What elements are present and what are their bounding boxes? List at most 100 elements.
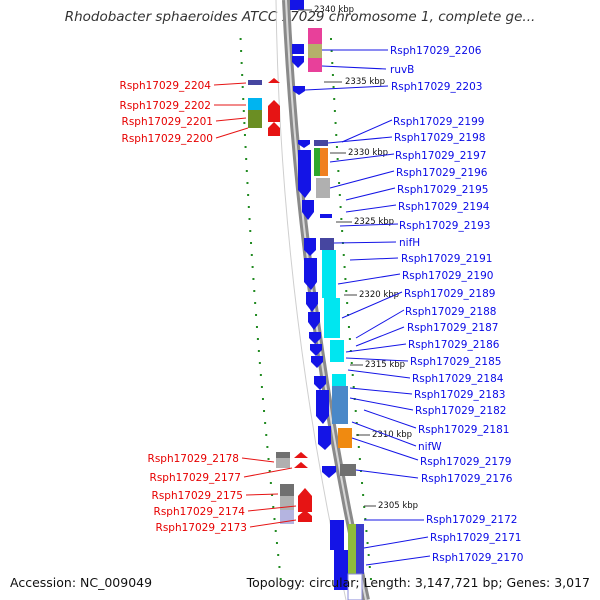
guide-dot <box>253 290 256 292</box>
guide-dot <box>254 302 257 304</box>
guide-dot <box>242 98 245 100</box>
forward-gene-labels: Rsph17029_2206 ruvB Rsph17029_2203 Rsph1… <box>304 45 523 566</box>
gene-label[interactable]: Rsph17029_2196 <box>396 167 488 179</box>
gene-label[interactable]: Rsph17029_2206 <box>390 45 482 57</box>
tick-label: 2305 kbp <box>378 501 418 511</box>
guide-dot <box>242 110 245 112</box>
guide-dot <box>241 74 244 76</box>
gene-label[interactable]: Rsph17029_2177 <box>150 472 241 484</box>
tick-label: 2335 kbp <box>345 77 385 87</box>
guide-dot <box>247 206 250 208</box>
gene-label[interactable]: Rsph17029_2191 <box>401 253 492 265</box>
guide-dot <box>250 254 253 256</box>
gene-label[interactable]: Rsph17029_2175 <box>152 490 243 502</box>
gene-label[interactable]: Rsph17029_2172 <box>426 514 517 526</box>
gene-label[interactable]: Rsph17029_2183 <box>414 389 505 401</box>
guide-dot <box>329 38 332 40</box>
gene-label[interactable]: Rsph17029_2185 <box>410 356 501 368</box>
gene-label[interactable]: nifW <box>418 441 442 453</box>
reverse-gene-labels: Rsph17029_2204 Rsph17029_2202 Rsph17029_… <box>120 80 297 534</box>
tick-label: 2340 kbp <box>314 5 354 15</box>
guide-dot <box>273 518 276 520</box>
gene-label[interactable]: Rsph17029_2195 <box>397 184 488 196</box>
guide-dot <box>363 506 366 508</box>
guide-dot <box>271 494 274 496</box>
guide-dot <box>268 470 271 472</box>
guide-dot <box>261 398 264 400</box>
guide-dot <box>347 326 350 328</box>
guide-dot <box>239 38 242 40</box>
guide-dot <box>366 542 369 544</box>
guide-dot <box>278 566 281 568</box>
guide-dot <box>267 458 270 460</box>
gene-label[interactable]: Rsph17029_2178 <box>148 453 239 465</box>
guide-dot <box>240 50 243 52</box>
gene-label[interactable]: nifH <box>399 237 420 249</box>
guide-dot <box>333 98 336 100</box>
guide-dot <box>341 230 344 232</box>
guide-dot <box>337 170 340 172</box>
guide-dot <box>272 506 275 508</box>
gene-label[interactable]: Rsph17029_2170 <box>432 552 523 564</box>
gene-label[interactable]: Rsph17029_2202 <box>120 100 211 112</box>
guide-dot <box>342 254 345 256</box>
guide-dot <box>241 86 244 88</box>
gene-label[interactable]: Rsph17029_2199 <box>393 116 484 128</box>
guide-dot <box>246 182 249 184</box>
gene-label[interactable]: Rsph17029_2194 <box>398 201 490 213</box>
guide-dot <box>248 218 251 220</box>
guide-dot <box>269 482 272 484</box>
guide-dot <box>243 134 246 136</box>
gene-label[interactable]: Rsph17029_2200 <box>122 133 213 145</box>
gene-label[interactable]: Rsph17029_2193 <box>399 220 490 232</box>
reverse-gene-features <box>248 78 312 524</box>
tick-label: 2315 kbp <box>365 360 405 370</box>
gene-label[interactable]: Rsph17029_2176 <box>421 473 513 485</box>
gene-label[interactable]: Rsph17029_2184 <box>412 373 504 385</box>
gene-label[interactable]: Rsph17029_2201 <box>122 116 213 128</box>
guide-dot <box>352 386 355 388</box>
guide-dot <box>255 326 258 328</box>
guide-dot <box>279 578 282 580</box>
guide-dot <box>252 278 255 280</box>
tick-label: 2320 kbp <box>359 290 399 300</box>
gene-label[interactable]: Rsph17029_2189 <box>404 288 495 300</box>
guide-dot <box>335 134 338 136</box>
guide-dot <box>249 230 252 232</box>
gene-label[interactable]: Rsph17029_2181 <box>418 424 509 436</box>
gene-label[interactable]: Rsph17029_2188 <box>405 306 496 318</box>
gene-label[interactable]: ruvB <box>390 64 414 76</box>
guide-dot <box>340 218 343 220</box>
guide-dot <box>240 62 243 64</box>
guide-dot <box>369 578 372 580</box>
gene-label[interactable]: Rsph17029_2174 <box>154 506 246 518</box>
kbp-ticks: 2340 kbp 2335 kbp 2330 kbp 2325 kbp 2320… <box>298 5 418 511</box>
guide-dot <box>275 542 278 544</box>
guide-dot <box>365 530 368 532</box>
guide-dot <box>245 158 248 160</box>
gene-label[interactable]: Rsph17029_2186 <box>408 339 500 351</box>
gene-label[interactable]: Rsph17029_2190 <box>402 270 493 282</box>
gene-label[interactable]: Rsph17029_2182 <box>415 405 506 417</box>
guide-dot <box>338 182 341 184</box>
guide-dot <box>263 410 266 412</box>
gene-label[interactable]: Rsph17029_2179 <box>420 456 511 468</box>
gene-label[interactable]: Rsph17029_2171 <box>430 532 521 544</box>
outer-dotted-guide <box>239 38 282 580</box>
gene-label[interactable]: Rsph17029_2197 <box>395 150 486 162</box>
guide-dot <box>364 518 367 520</box>
gene-label[interactable]: Rsph17029_2204 <box>120 80 212 92</box>
forward-gene-features <box>290 0 364 600</box>
guide-dot <box>259 374 262 376</box>
guide-dot <box>260 386 263 388</box>
gene-label[interactable]: Rsph17029_2173 <box>156 522 247 534</box>
gene-label[interactable]: Rsph17029_2198 <box>394 132 485 144</box>
tick-label: 2330 kbp <box>348 148 388 158</box>
gene-label[interactable]: Rsph17029_2203 <box>391 81 482 93</box>
guide-dot <box>339 206 342 208</box>
gene-label[interactable]: Rsph17029_2187 <box>407 322 498 334</box>
guide-dot <box>257 350 260 352</box>
guide-dot <box>247 194 250 196</box>
guide-dot <box>244 146 247 148</box>
